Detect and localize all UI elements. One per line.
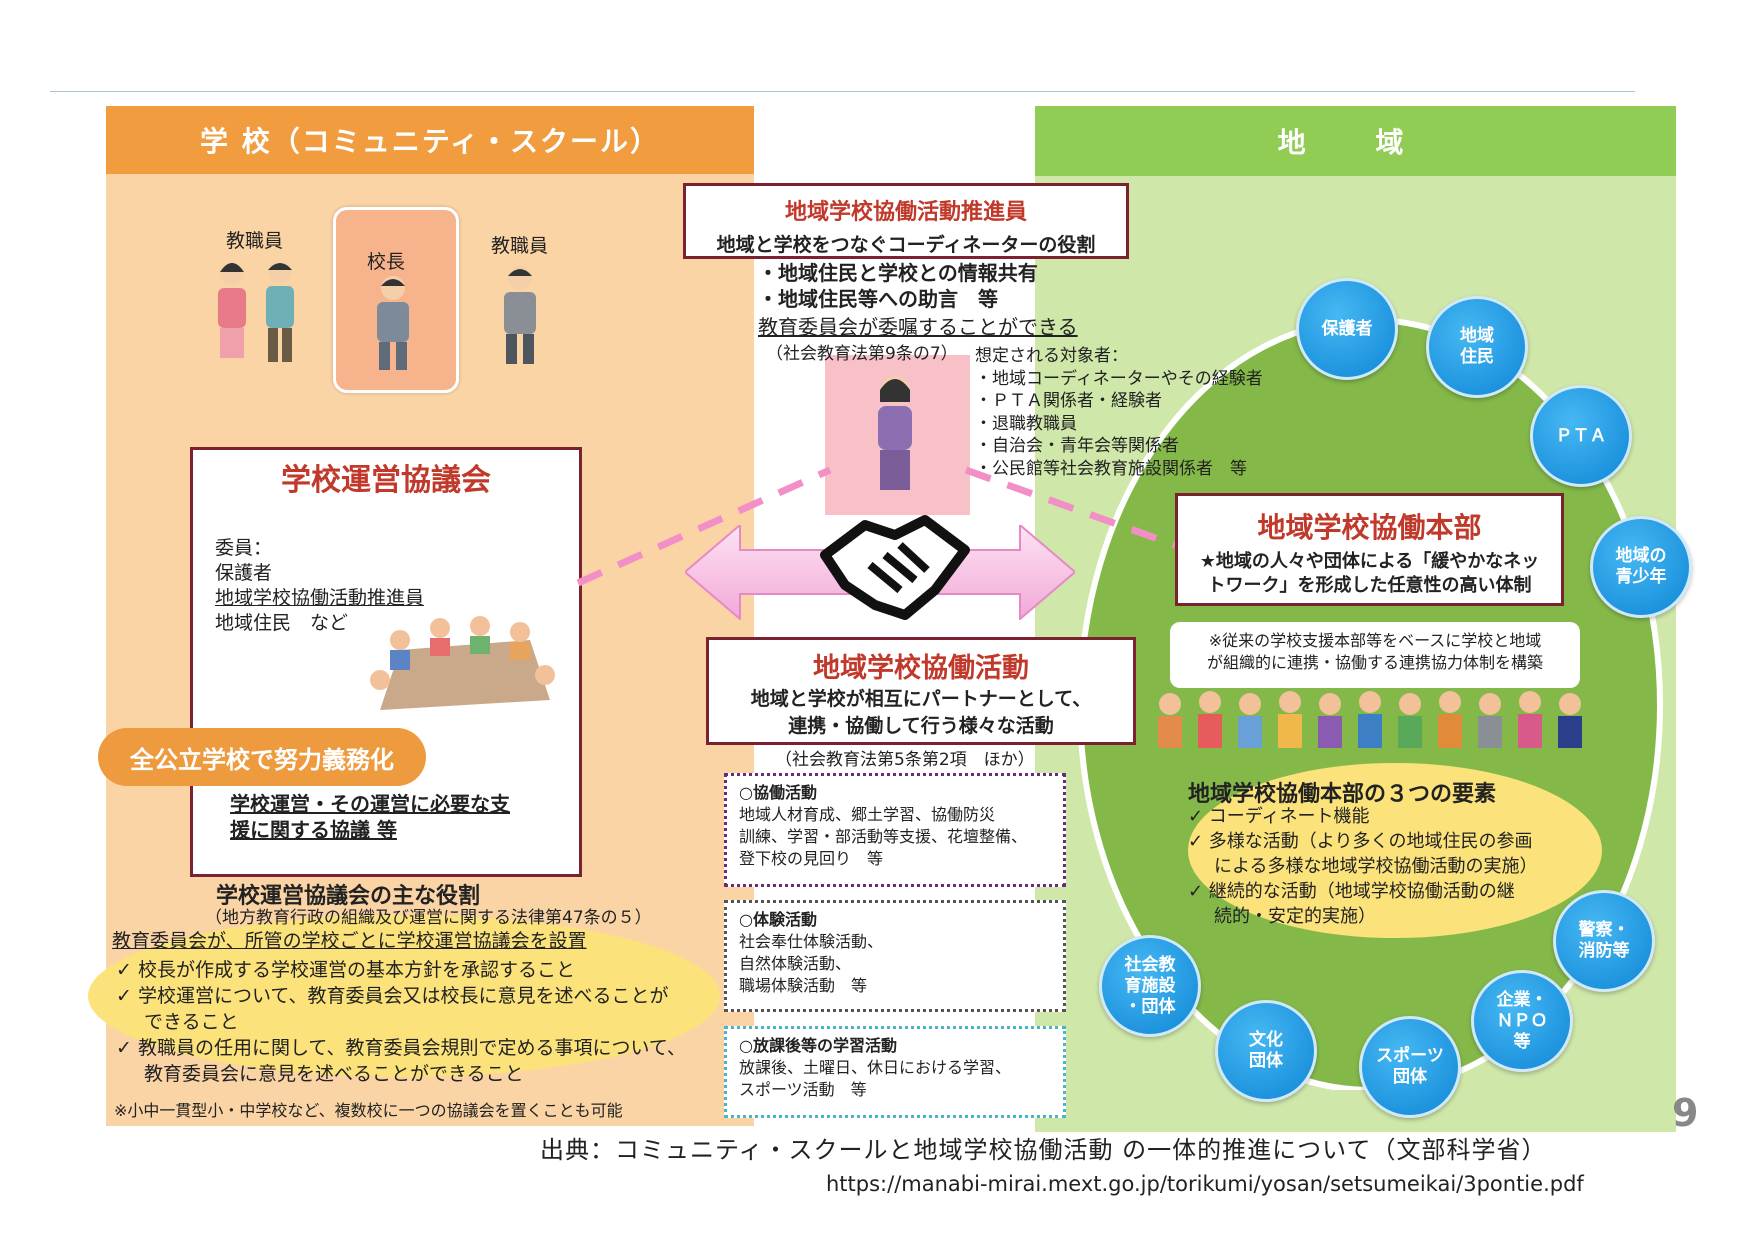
activity-kyodo-line: 登下校の見回り 等 (739, 849, 884, 868)
circle-chiiki-jumin: 地域 住民 (1426, 296, 1528, 398)
activity-houkago-line: 放課後、土曜日、休日における学習、 (739, 1058, 1012, 1077)
roles-setup: 教育委員会が、所管の学校ごとに学校運営協議会を設置 (112, 930, 587, 952)
roles-note: ※小中一貫型小・中学校など、複数校に一つの協議会を置くことも可能 (114, 1101, 623, 1120)
council-deliberation: 学校運営・その運営に必要な支 援に関する協議 等 (230, 791, 510, 843)
hq-title: 地域学校協働本部 (1257, 511, 1482, 544)
circle-sports: スポーツ 団体 (1359, 1016, 1461, 1118)
council-members: 委員： 保護者 地域学校協働活動推進員 地域住民 など (215, 536, 424, 636)
activity-kyodo-line: 地域人材育成、郷土学習、協働防災 (739, 805, 996, 824)
hq-note: ※従来の学校支援本部等をベースに学校と地域 が組織的に連携・協働する連携協力体制… (1170, 622, 1580, 688)
activity-houkago-box: ○放課後等の学習活動 放課後、土曜日、休日における学習、 スポーツ活動 等 (724, 1026, 1066, 1118)
candidates-title: 想定される対象者： (975, 346, 1128, 366)
activity-taiken-title: ○体験活動 (739, 910, 817, 929)
hq-box: 地域学校協働本部 ★地域の人々や団体による「緩やかなネッ トワーク」を形成した任… (1175, 493, 1564, 606)
coordinator-title: 地域学校協働活動推進員 (784, 200, 1027, 225)
element-item: ✓ コーディネート機能 (1188, 806, 1370, 827)
candidate-item: ・地域コーディネーターやその経験者 (975, 368, 1263, 389)
circle-hogosha: 保護者 (1296, 278, 1398, 380)
hq-note-line: ※従来の学校支援本部等をベースに学校と地域 (1208, 631, 1542, 650)
council-title: 学校運営協議会 (190, 447, 582, 506)
meeting-illustration (370, 616, 555, 710)
candidate-item: ・退職教職員 (975, 413, 1077, 434)
coordinator-duty: ・地域住民と学校との情報共有 (758, 261, 1038, 285)
roles-list: ✓ 校長が作成する学校運営の基本方針を承認すること ✓ 学校運営について、教育委… (116, 957, 686, 1087)
activity-houkago-line: スポーツ活動 等 (739, 1080, 867, 1099)
activity-sub: 連携・協働して行う様々な活動 (788, 715, 1054, 737)
staff-right-icon (504, 266, 536, 364)
role-item: ✓ 教職員の任用に関して、教育委員会規則で定める事項について、 (116, 1037, 686, 1059)
deliberation-line: 援に関する協議 等 (230, 818, 397, 842)
source-url[interactable]: https://manabi-mirai.mext.go.jp/torikumi… (826, 1172, 1584, 1196)
council-member: 地域学校協働活動推進員 (215, 587, 425, 609)
staff-right-label: 教職員 (491, 235, 549, 257)
roles-title: 学校運営協議会の主な役割 (216, 884, 481, 909)
circle-seishonen: 地域の 青少年 (1590, 516, 1692, 618)
coordinator-box: 地域学校協働活動推進員 地域と学校をつなぐコーディネーターの役割 (683, 183, 1129, 259)
candidate-item: ・自治会・青年会等関係者 (975, 436, 1179, 456)
coordinator-commission: 教育委員会が委嘱することができる (758, 315, 1078, 339)
school-header: 学 校（コミュニティ・スクール） (106, 106, 754, 174)
effort-obligation-pill: 全公立学校で努力義務化 (98, 728, 426, 786)
candidate-item: ・公民館等社会教育施設関係者 等 (975, 458, 1247, 479)
element-item: 続的・安定的実施） (1214, 906, 1376, 927)
element-item: ✓ 継続的な活動（地域学校協働活動の継 (1188, 881, 1515, 902)
elements-ellipse (1188, 763, 1602, 938)
circle-kigyo-npo: 企業・ ＮＰＯ 等 (1471, 970, 1573, 1072)
principal-icon (377, 276, 409, 370)
hq-sub-2: トワーク」を形成した任意性の高い体制 (1207, 575, 1532, 596)
council-member: 委員： (215, 537, 273, 559)
top-divider (50, 91, 1635, 92)
role-item: できること (144, 1011, 239, 1033)
principal-label: 校長 (367, 251, 406, 273)
coordinator-duty: ・地域住民等への助言 等 (758, 287, 998, 311)
handshake-icon (820, 515, 970, 620)
source-citation: 出典：コミュニティ・スクールと地域学校協働活動 の一体的推進について（文部科学省… (540, 1136, 1547, 1164)
activity-taiken-line: 自然体験活動、 (739, 954, 852, 973)
activity-kyodo-line: 訓練、学習・部活動等支援、花壇整備、 (739, 827, 1028, 846)
role-item: ✓ 校長が作成する学校運営の基本方針を承認すること (116, 959, 575, 981)
activity-title: 地域学校協働活動 (813, 653, 1029, 684)
coordinator-law: （社会教育法第9条の7） (766, 344, 958, 364)
deliberation-line: 学校運営・その運営に必要な支 (230, 792, 510, 816)
coordinator-subtitle: 地域と学校をつなぐコーディネーターの役割 (716, 234, 1096, 256)
coordinator-duties: ・地域住民と学校との情報共有 ・地域住民等への助言 等 (758, 260, 1038, 312)
roles-ellipse (88, 915, 720, 1077)
role-item: ✓ 学校運営について、教育委員会又は校長に意見を述べることが (116, 985, 669, 1007)
council-member: 地域住民 など (215, 612, 349, 634)
page-number: 9 (1672, 1091, 1699, 1135)
council-member: 保護者 (215, 562, 273, 584)
circle-bunka: 文化 団体 (1215, 1000, 1317, 1102)
circle-pta: ＰＴＡ (1530, 385, 1632, 487)
region-header: 地 域 (1035, 106, 1676, 176)
activity-kyodo-title: ○協働活動 (739, 783, 817, 802)
circle-shakai: 社会教 育施設 ・団体 (1099, 935, 1201, 1037)
activity-houkago-title: ○放課後等の学習活動 (739, 1036, 897, 1055)
activity-taiken-box: ○体験活動 社会奉仕体験活動、 自然体験活動、 職場体験活動 等 (724, 900, 1066, 1012)
activity-box: 地域学校協働活動 地域と学校が相互にパートナーとして、 連携・協働して行う様々な… (706, 637, 1136, 745)
activity-kyodo-box: ○協働活動 地域人材育成、郷土学習、協働防災 訓練、学習・部活動等支援、花壇整備… (724, 773, 1066, 887)
element-item: ✓ 多様な活動（より多くの地域住民の参画 (1188, 831, 1533, 852)
community-crowd-illustration (1158, 691, 1582, 748)
coordinator-person-icon (878, 376, 912, 490)
activity-taiken-line: 職場体験活動 等 (739, 976, 868, 995)
elements-list: ✓ コーディネート機能 ✓ 多様な活動（より多くの地域住民の参画 による多様な地… (1188, 804, 1537, 929)
hq-sub-1: ★地域の人々や団体による「緩やかなネッ (1199, 551, 1540, 572)
activity-taiken-line: 社会奉仕体験活動、 (739, 932, 884, 951)
staff-left-label: 教職員 (226, 230, 284, 252)
activity-law: （社会教育法第5条第2項 ほか） (775, 750, 1035, 770)
element-item: による多様な地域学校協働活動の実施） (1214, 856, 1538, 877)
hq-note-line: が組織的に連携・協働する連携協力体制を構築 (1206, 653, 1543, 672)
coordinator-candidates: 想定される対象者： ・地域コーディネーターやその経験者 ・ＰＴＡ関係者・経験者 … (975, 345, 1263, 480)
staff-left-icon (218, 260, 294, 362)
candidate-item: ・ＰＴＡ関係者・経験者 (975, 391, 1162, 411)
role-item: 教育委員会に意見を述べることができること (144, 1063, 524, 1085)
circle-keisatsu: 警察・ 消防等 (1553, 890, 1655, 992)
activity-sub: 地域と学校が相互にパートナーとして、 (750, 688, 1092, 710)
elements-title: 地域学校協働本部の３つの要素 (1188, 782, 1497, 807)
roles-law: （地方教育行政の組織及び運営に関する法律第47条の５） (205, 908, 652, 928)
